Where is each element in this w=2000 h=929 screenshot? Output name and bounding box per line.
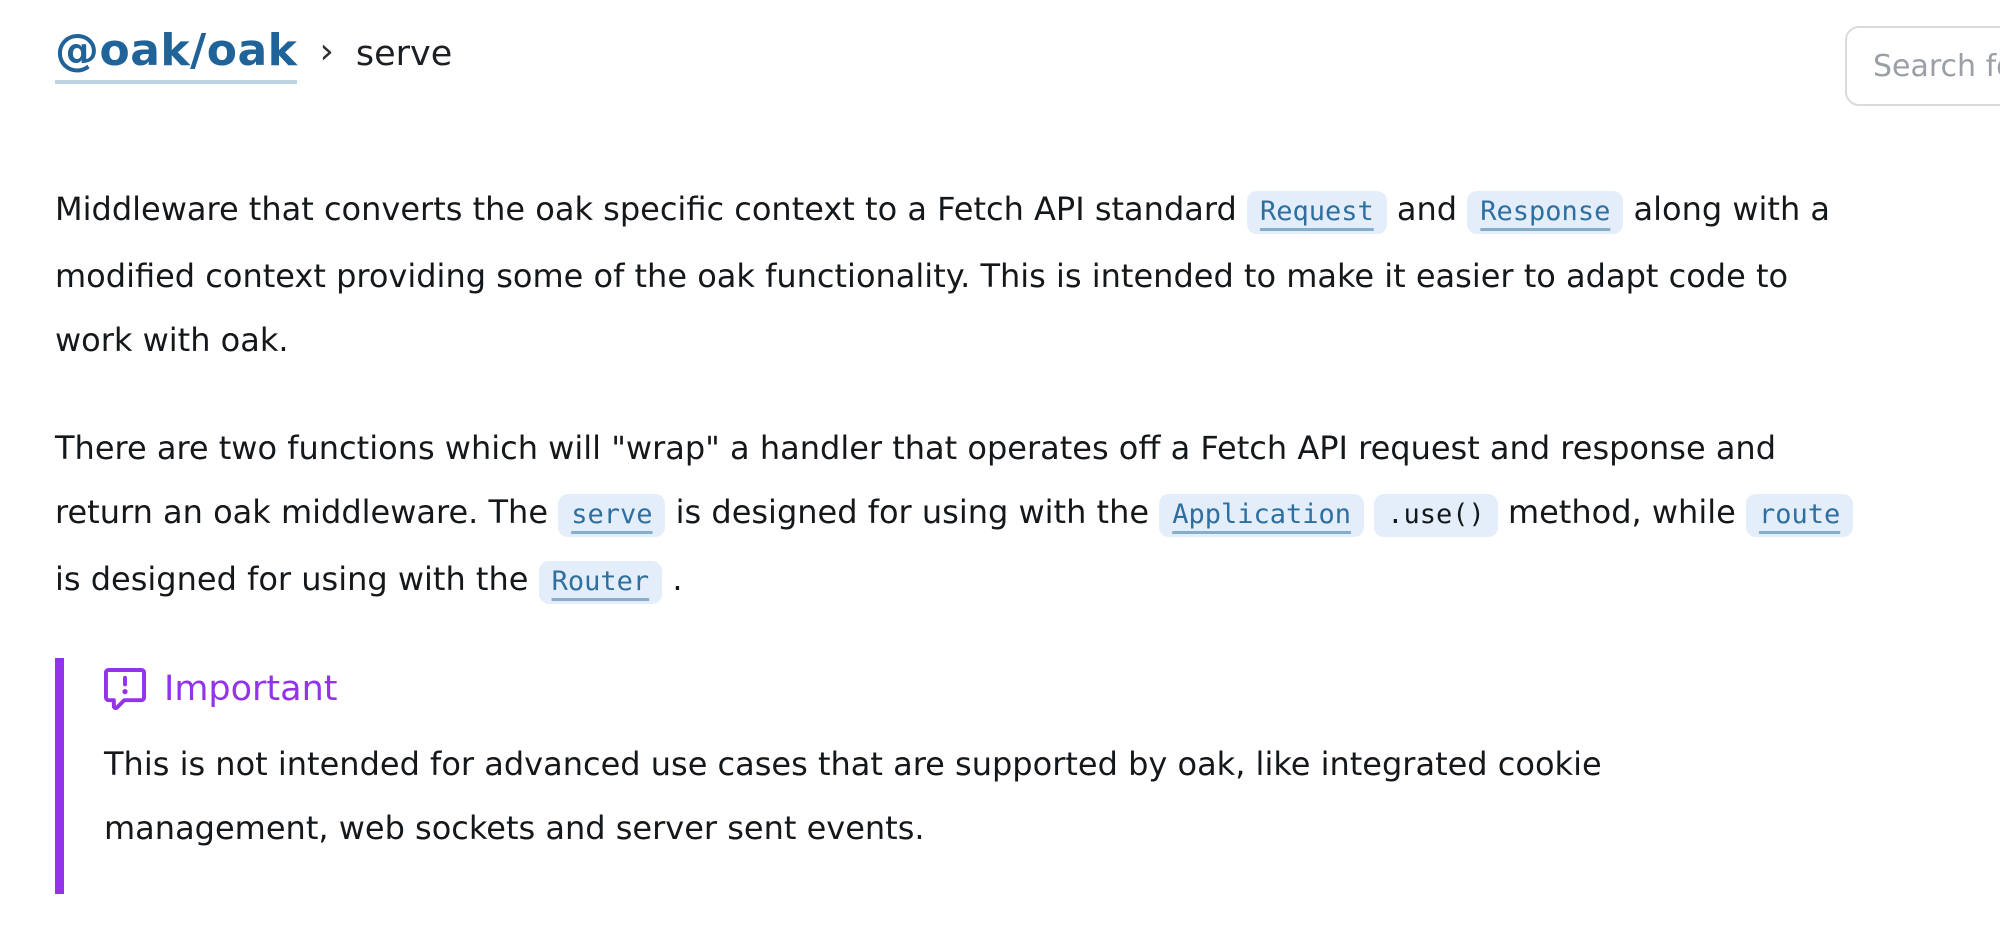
doc-content: Middleware that converts the oak specifi…	[55, 177, 1865, 894]
code-link-request[interactable]: Request	[1246, 191, 1387, 234]
code-chip-use-method: .use()	[1374, 494, 1498, 537]
doc-paragraph-2: There are two functions which will "wrap…	[55, 416, 1855, 614]
text-run: method, while	[1497, 493, 1746, 531]
text-run: There are two functions which will "wrap…	[55, 429, 1777, 531]
chevron-right-icon: ›	[319, 31, 334, 72]
important-callout-title: Important	[104, 668, 1815, 710]
text-run: is designed for using with the	[665, 493, 1160, 531]
text-run: .	[662, 560, 683, 598]
breadcrumb-package-link[interactable]: @oak/oak	[55, 25, 298, 84]
important-callout-body: This is not intended for advanced use ca…	[104, 745, 1602, 847]
breadcrumb-current-symbol: serve	[355, 34, 453, 74]
report-icon	[104, 668, 146, 710]
breadcrumb: @oak/oak › serve	[55, 25, 2000, 105]
doc-paragraph-1: Middleware that converts the oak specifi…	[55, 177, 1855, 372]
code-link-application[interactable]: Application	[1159, 494, 1365, 537]
text-run: Middleware that converts the oak specifi…	[55, 190, 1247, 228]
text-run: along with a modified context providing …	[55, 190, 1831, 359]
code-link-route[interactable]: route	[1745, 494, 1854, 537]
important-callout: Important This is not intended for advan…	[55, 658, 1815, 894]
text-run	[1364, 493, 1374, 531]
text-run: is designed for using with the	[55, 560, 539, 598]
code-link-router[interactable]: Router	[538, 561, 663, 604]
text-run: and	[1386, 190, 1468, 228]
important-callout-label: Important	[164, 669, 338, 709]
code-link-response[interactable]: Response	[1467, 191, 1624, 234]
search-input[interactable]	[1845, 26, 2000, 106]
code-link-serve[interactable]: serve	[558, 494, 666, 537]
